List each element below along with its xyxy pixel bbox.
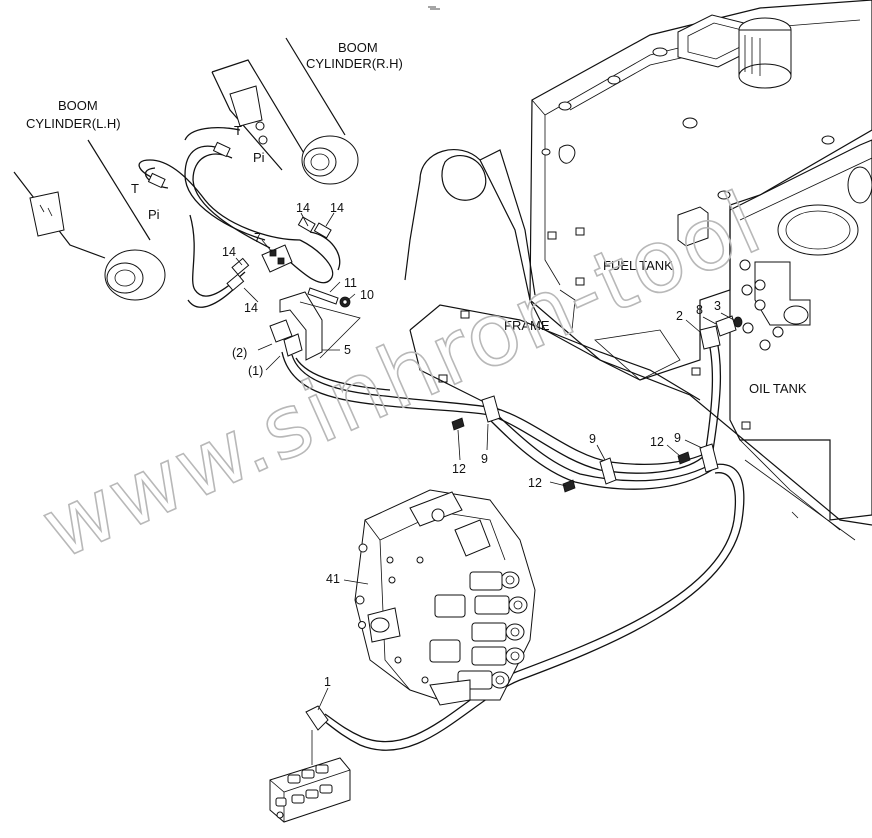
callout-12: 12 bbox=[528, 476, 542, 490]
callout-14: 14 bbox=[244, 301, 258, 315]
port-pi-lh: Pi bbox=[148, 207, 160, 222]
oil-tank: OIL TANK bbox=[729, 139, 872, 521]
boom-cyl-rh-line2: CYLINDER(R.H) bbox=[306, 56, 403, 71]
callout-5: 5 bbox=[344, 343, 351, 357]
boom-cyl-lh-line2: CYLINDER(L.H) bbox=[26, 116, 121, 131]
pilot-hoses-upper bbox=[138, 127, 361, 361]
callout-12: 12 bbox=[650, 435, 664, 449]
callout-7: 7 bbox=[254, 231, 261, 245]
pilot-hoses-lower bbox=[281, 315, 745, 751]
control-valve bbox=[354, 489, 536, 706]
boom-cyl-lh-line1: BOOM bbox=[58, 98, 98, 113]
boom-cylinder-rh: BOOM CYLINDER(R.H) T Pi bbox=[211, 37, 403, 185]
boom-cyl-rh-line1: BOOM bbox=[338, 40, 378, 55]
fuel-tank-label: FUEL TANK bbox=[603, 258, 673, 273]
callout-8: 8 bbox=[696, 303, 703, 317]
valve-spools bbox=[429, 571, 528, 690]
port-t-rh: T bbox=[234, 123, 242, 138]
port-pi-rh: Pi bbox=[253, 150, 265, 165]
callout-14: 14 bbox=[222, 245, 236, 259]
oil-tank-label: OIL TANK bbox=[749, 381, 807, 396]
frame: FRAME bbox=[404, 149, 872, 541]
pilot-block bbox=[269, 705, 351, 823]
callout-2-paren: (2) bbox=[232, 346, 247, 360]
callout-14: 14 bbox=[296, 201, 310, 215]
port-t-lh: T bbox=[131, 181, 139, 196]
top-mark bbox=[428, 6, 440, 10]
callout-12: 12 bbox=[452, 462, 466, 476]
callout-9: 9 bbox=[589, 432, 596, 446]
callout-3: 3 bbox=[714, 299, 721, 313]
callout-9: 9 bbox=[674, 431, 681, 445]
callout-10: 10 bbox=[360, 288, 374, 302]
callout-14: 14 bbox=[330, 201, 344, 215]
callout-9: 9 bbox=[481, 452, 488, 466]
boom-cylinder-lh: BOOM CYLINDER(L.H) T Pi bbox=[13, 98, 166, 301]
callout-41: 41 bbox=[326, 572, 340, 586]
callout-11: 11 bbox=[344, 276, 357, 290]
frame-label: FRAME bbox=[504, 318, 550, 333]
callout-2: 2 bbox=[676, 309, 683, 323]
callouts: 14 14 7 14 14 11 10 5 (2) (1) 2 8 3 12 9… bbox=[222, 201, 721, 689]
fuel-tank: FUEL TANK bbox=[438, 0, 872, 430]
callout-1-paren: (1) bbox=[248, 364, 263, 378]
callout-1: 1 bbox=[324, 675, 331, 689]
leader-lines bbox=[235, 212, 735, 711]
